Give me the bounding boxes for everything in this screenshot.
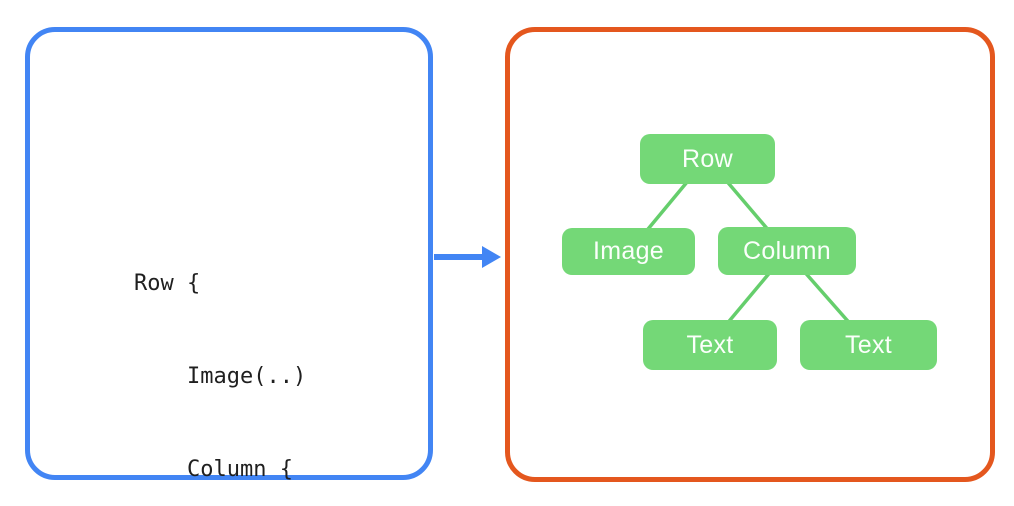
code-panel: Row { Image(..) Column { Text(..) Text(.… — [25, 27, 433, 482]
flow-arrow-head — [482, 246, 501, 268]
code-line: Row { — [134, 271, 201, 296]
code-line: Column { — [134, 457, 293, 482]
tree-node-image: Image — [562, 228, 695, 275]
flow-arrow — [434, 246, 501, 268]
code-block: Row { Image(..) Column { Text(..) Text(.… — [134, 206, 346, 506]
tree-node-text-2: Text — [800, 320, 937, 370]
tree-panel — [505, 27, 995, 482]
code-line: Image(..) — [134, 364, 307, 389]
tree-node-row: Row — [640, 134, 775, 184]
tree-node-column: Column — [718, 227, 856, 275]
tree-node-text-1: Text — [643, 320, 777, 370]
